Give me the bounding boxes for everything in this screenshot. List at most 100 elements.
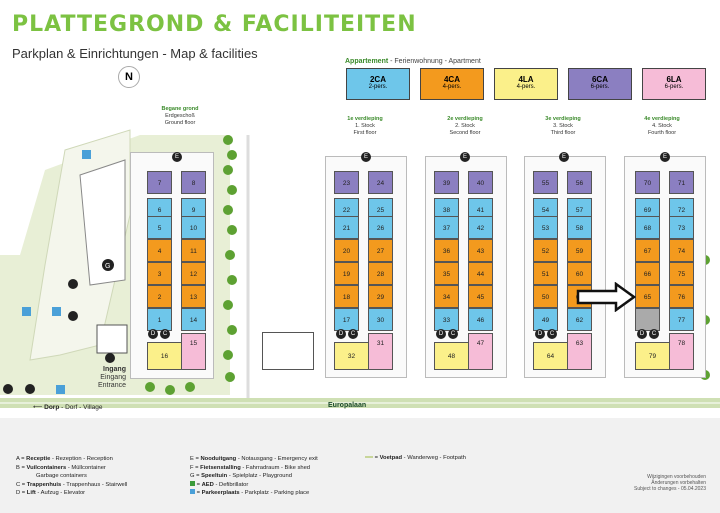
unit-14[interactable]: 14	[181, 308, 206, 331]
legend-item: = AED - Defibrillator	[190, 480, 318, 490]
unit-40[interactable]: 40	[468, 171, 493, 194]
unit-75[interactable]: 75	[669, 262, 694, 285]
unit-10[interactable]: 10	[181, 216, 206, 239]
legend-key: G	[190, 473, 195, 479]
unit-23[interactable]: 23	[334, 171, 359, 194]
legend-bold: Voetpad	[379, 455, 403, 461]
disclaimer-nl: Wijzigingen voorbehouden	[647, 474, 706, 480]
unit-17[interactable]: 17	[334, 308, 359, 331]
unit-4[interactable]: 4	[147, 239, 172, 262]
unit-30[interactable]: 30	[368, 308, 393, 331]
unit-19[interactable]: 19	[334, 262, 359, 285]
unit-8[interactable]: 8	[181, 171, 206, 194]
unit-50[interactable]: 50	[533, 285, 558, 308]
garbage-marker	[25, 384, 35, 394]
unit-36[interactable]: 36	[434, 239, 459, 262]
floor-en: Third floor	[550, 130, 576, 136]
unit-78[interactable]: 78	[669, 333, 694, 370]
unit-15[interactable]: 15	[181, 333, 206, 370]
unit-26[interactable]: 26	[368, 216, 393, 239]
unit-79[interactable]: 79	[635, 342, 670, 370]
unit-45[interactable]: 45	[468, 285, 493, 308]
unit-3[interactable]: 3	[147, 262, 172, 285]
unit-27[interactable]: 27	[368, 239, 393, 262]
unit-16[interactable]: 16	[147, 342, 182, 370]
unit-13[interactable]: 13	[181, 285, 206, 308]
unit-56[interactable]: 56	[567, 171, 592, 194]
unit-32[interactable]: 32	[334, 342, 369, 370]
stairwell-icon: C	[448, 329, 458, 339]
unit-71[interactable]: 71	[669, 171, 694, 194]
unit-73[interactable]: 73	[669, 216, 694, 239]
unit-52[interactable]: 52	[533, 239, 558, 262]
unit-58[interactable]: 58	[567, 216, 592, 239]
unit-66[interactable]: 66	[635, 262, 660, 285]
unit-74[interactable]: 74	[669, 239, 694, 262]
legend-code: 6LA	[666, 75, 682, 84]
unit-48[interactable]: 48	[434, 342, 469, 370]
unit-31[interactable]: 31	[368, 333, 393, 370]
unit-68[interactable]: 68	[635, 216, 660, 239]
legend-code: 6CA	[591, 75, 608, 84]
unit-44[interactable]: 44	[468, 262, 493, 285]
unit-70[interactable]: 70	[635, 171, 660, 194]
unit-47[interactable]: 47	[468, 333, 493, 370]
apartment-legend-label: Appartement	[345, 58, 389, 65]
unit-51[interactable]: 51	[533, 262, 558, 285]
unit-60[interactable]: 60	[567, 262, 592, 285]
unit-62[interactable]: 62	[567, 308, 592, 331]
legend-bold: Nooduitgang	[200, 456, 237, 462]
legend-bold: Lift	[26, 490, 36, 496]
unit-34[interactable]: 34	[434, 285, 459, 308]
unit-65[interactable]: 65	[635, 285, 660, 308]
unit-76[interactable]: 76	[669, 285, 694, 308]
unit-20[interactable]: 20	[334, 239, 359, 262]
unit-37[interactable]: 37	[434, 216, 459, 239]
central-building	[79, 159, 126, 286]
unit-7[interactable]: 7	[147, 171, 172, 194]
playground-letter: G	[105, 263, 110, 270]
unit-24[interactable]: 24	[368, 171, 393, 194]
apartment-legend-label-rest: - Ferienwohnung - Apartment	[388, 58, 481, 65]
legend-text: - Aufzug - Elevator	[35, 490, 86, 496]
legend-item: G = Speeltuin - Spielplatz - Playground	[190, 473, 292, 479]
parking-icon	[190, 489, 195, 494]
legend-bold: Fietsenstalling	[200, 464, 241, 471]
floor-en: Ground floor	[164, 120, 196, 126]
floor-de: 4. Stock	[652, 123, 672, 129]
legend-code: 4LA	[518, 75, 534, 84]
unit-21[interactable]: 21	[334, 216, 359, 239]
compass-icon: N	[118, 66, 140, 88]
legend-text: - Parkplatz - Parking place	[239, 490, 310, 496]
unit-1[interactable]: 1	[147, 308, 172, 331]
unit-49[interactable]: 49	[533, 308, 558, 331]
unit-28[interactable]: 28	[368, 262, 393, 285]
floor-main: 1e verdieping	[347, 116, 383, 122]
unit-18[interactable]: 18	[334, 285, 359, 308]
unit-46[interactable]: 46	[468, 308, 493, 331]
unit-29[interactable]: 29	[368, 285, 393, 308]
legend-key: A	[16, 456, 20, 462]
unit-64[interactable]: 64	[533, 342, 568, 370]
unit-67[interactable]: 67	[635, 239, 660, 262]
unit-43[interactable]: 43	[468, 239, 493, 262]
unit-42[interactable]: 42	[468, 216, 493, 239]
legend-pers: 2-pers.	[368, 84, 388, 90]
unit-2[interactable]: 2	[147, 285, 172, 308]
unit-55[interactable]: 55	[533, 171, 558, 194]
unit-53[interactable]: 53	[533, 216, 558, 239]
unit-39[interactable]: 39	[434, 171, 459, 194]
unit-5[interactable]: 5	[147, 216, 172, 239]
parking-icon	[82, 150, 91, 159]
unit-35[interactable]: 35	[434, 262, 459, 285]
unit-12[interactable]: 12	[181, 262, 206, 285]
floor-en: Fourth floor	[647, 130, 677, 136]
unit-59[interactable]: 59	[567, 239, 592, 262]
floor-de: 3. Stock	[553, 123, 573, 129]
unit-63[interactable]: 63	[567, 333, 592, 370]
elevator-icon: D	[436, 329, 446, 339]
unit-33[interactable]: 33	[434, 308, 459, 331]
unit-11[interactable]: 11	[181, 239, 206, 262]
unit-77[interactable]: 77	[669, 308, 694, 331]
